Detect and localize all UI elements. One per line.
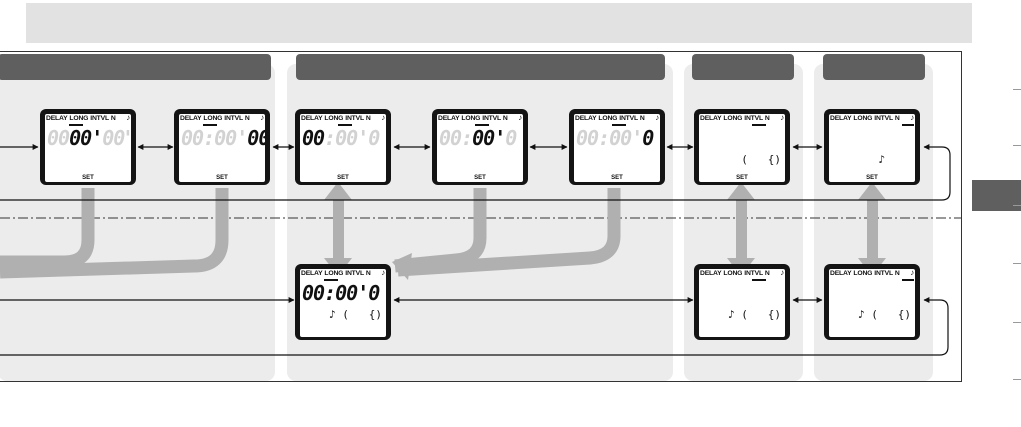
note-icon: ♪ [655,114,659,122]
time-readout: 00:00'0 1" [439,126,523,150]
time-readout: 00:00'0 1" [576,126,660,150]
mode-indicator [203,124,217,126]
mode-indicator [902,124,914,126]
set-label: SET [736,175,748,181]
note-icon: ♪ [381,114,385,122]
mode-indicator [338,124,352,126]
note-icon: ♪ [126,114,130,122]
note-icon: ♪ [910,269,914,277]
return-loop [0,144,951,201]
set-label: SET [474,175,486,181]
mode-indicator [752,279,766,281]
note-readout: ♪ [878,153,885,166]
edge-mark [1013,263,1021,264]
set-label: SET [82,175,94,181]
note-icon: ♪ [518,114,522,122]
bracket-readout: ♪ ( {) [858,308,911,321]
note-icon: ♪ [381,269,385,277]
diagram-frame [0,51,962,382]
note-icon: ♪ [260,114,264,122]
return-loop [0,297,949,356]
header-step-3 [692,54,794,80]
mode-indicator [752,124,766,126]
edge-mark [1013,145,1021,146]
bracket-readout: ( {) [741,153,781,166]
vertical-double-arrow [858,182,886,276]
edge-mark [1013,205,1021,206]
connector-swoop [397,188,621,277]
header-step-2 [296,54,665,80]
mode-indicator [475,124,489,126]
time-readout: 0000'00" [47,126,131,150]
connector-swoop [0,188,95,269]
header-step-4 [823,54,925,80]
set-label: SET [216,175,228,181]
set-label: SET [611,175,623,181]
mode-indicator [612,124,626,126]
section-tab [972,180,1021,211]
top-banner [26,3,972,43]
note-icon: ♪ [780,114,784,122]
header-step-1 [0,54,271,80]
bracket-readout: ♪ ( {) [728,308,781,321]
set-label: SET [337,175,349,181]
vertical-double-arrow [324,182,352,276]
bracket-readout: ♪ ( {) [329,308,382,321]
connector-arrowhead [392,253,412,280]
mode-indicator [69,124,83,126]
mode-indicator [324,279,338,281]
time-readout: 00:00'00" [181,126,265,150]
note-icon: ♪ [780,269,784,277]
mode-indicator [902,279,914,281]
set-label: SET [866,175,878,181]
edge-mark [1013,379,1021,380]
edge-mark [1013,322,1021,323]
connector-swoop [0,188,229,279]
edge-mark [1013,89,1021,90]
time-readout: 00:00'0 1" [302,126,386,150]
time-readout: 00:00'0 1" [302,281,386,305]
note-icon: ♪ [910,114,914,122]
vertical-double-arrow [727,182,755,276]
